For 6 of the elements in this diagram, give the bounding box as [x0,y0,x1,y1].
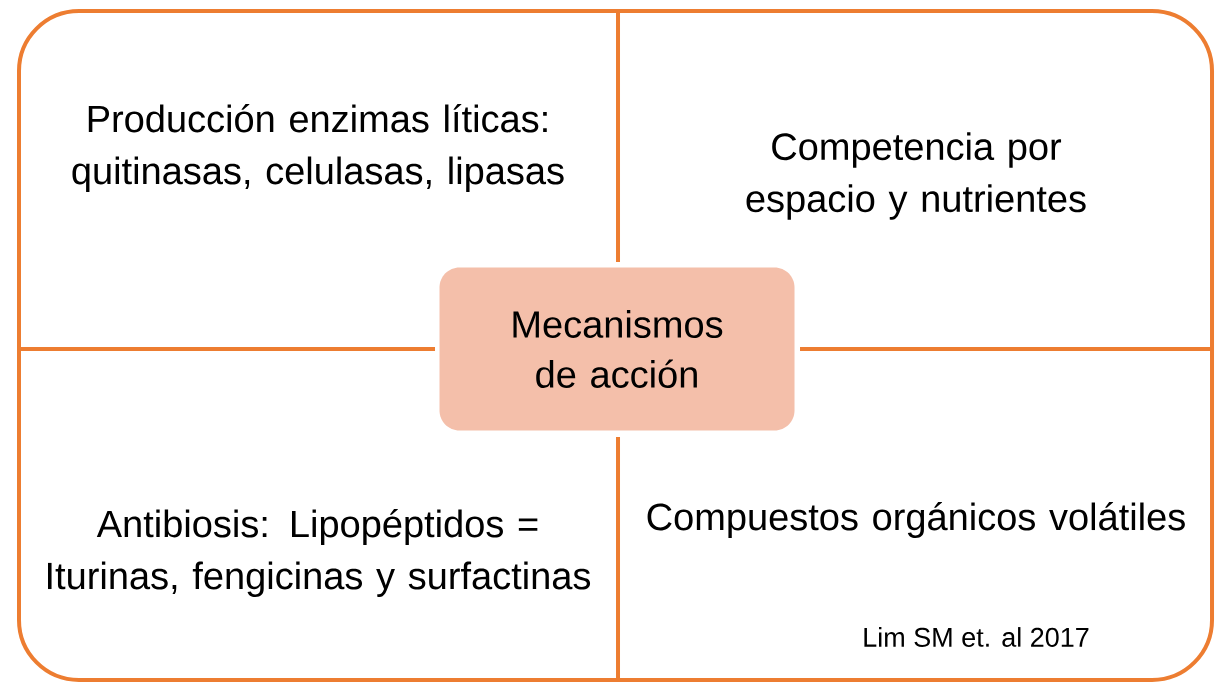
mechanism-text: Competencia por espacio y nutrientes [746,132,1086,220]
citation-text: Lim SM et. al 2017 [864,627,1089,647]
mechanism-text: Compuestos orgánicos volátiles [647,502,1185,538]
mechanism-text: Antibiosis: Lipopéptidos = Iturinas, fengicinas y surfactinas [48,509,591,597]
mechanism-text: Producción enzimas líticas: quitinasas, celulasas, lipasas [72,104,564,192]
center-box: Mecanismos de acción [439,267,795,431]
